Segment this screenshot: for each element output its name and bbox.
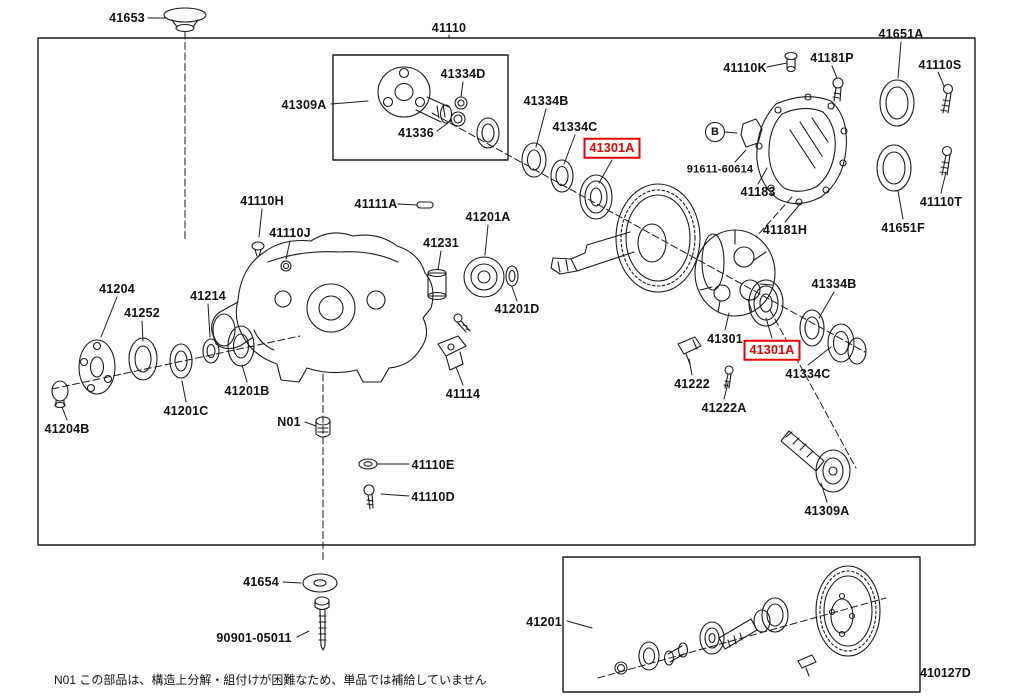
part-label-41181p[interactable]: 41181P [810, 50, 854, 65]
part-label-41201b[interactable]: 41201B [224, 383, 270, 398]
part-label-41110e[interactable]: 41110E [411, 457, 455, 472]
pinion-front-parts-drawing [521, 142, 613, 220]
part-label-41114[interactable]: 41114 [445, 386, 481, 401]
part-label-41110k[interactable]: 41110K [723, 60, 767, 75]
leader-lines [61, 17, 947, 638]
part-label-41334b-front[interactable]: 41334B [523, 93, 569, 108]
part-label-41110h[interactable]: 41110H [240, 193, 284, 208]
bearing-spacer-drawing [427, 268, 447, 301]
part-label-41334c-front[interactable]: 41334C [552, 119, 598, 134]
part-label-41181h[interactable]: 41181H [762, 222, 808, 237]
part-label-41201d[interactable]: 41201D [494, 301, 540, 316]
part-label-41252[interactable]: 41252 [124, 305, 160, 320]
part-label-41204[interactable]: 41204 [99, 281, 135, 296]
companion-flange-drawing [377, 66, 453, 124]
part-label-n01[interactable]: N01 [277, 414, 301, 429]
part-label-41222a[interactable]: 41222A [701, 400, 747, 415]
flange-subassembly-frame [332, 54, 509, 161]
part-label-91611-60614[interactable]: 91611-60614 [686, 163, 754, 176]
carrier-housing-drawing [211, 232, 434, 383]
part-label-41214[interactable]: 41214 [190, 288, 226, 303]
flange-washer-drawing [454, 96, 468, 110]
breather-drawing [784, 51, 798, 73]
cover-bolt-drawing [832, 77, 844, 102]
axle-shaft-parts-drawing [51, 325, 255, 409]
part-label-41201a[interactable]: 41201A [465, 209, 511, 224]
drain-bolt-drawing [314, 596, 330, 651]
pinion-rear-bearing-drawing [463, 256, 519, 298]
part-label-41653[interactable]: 41653 [109, 10, 145, 25]
washer-bolt-drawing [358, 458, 378, 510]
detail-marker-b[interactable]: B [705, 122, 725, 142]
part-label-41301a-rear[interactable]: 41301A [743, 339, 801, 361]
part-label-41309a-flange[interactable]: 41309A [281, 97, 327, 112]
cover-gasket-drawing [740, 118, 763, 148]
part-label-41309a-rear[interactable]: 41309A [804, 503, 850, 518]
drive-pinion-drawing [550, 231, 635, 275]
part-label-41334b-rear[interactable]: 41334B [811, 276, 857, 291]
part-label-41183[interactable]: 41183 [740, 184, 776, 199]
stud-n01-drawing [315, 416, 331, 438]
part-label-41301a-front[interactable]: 41301A [583, 137, 641, 159]
differential-case-drawing [694, 229, 776, 317]
final-gear-subassembly-frame [562, 556, 921, 693]
part-label-41334d[interactable]: 41334D [440, 66, 486, 81]
part-label-41336[interactable]: 41336 [398, 125, 434, 140]
side-bearing-parts-drawing [748, 279, 867, 365]
side-retainer-covers-drawing [876, 79, 954, 192]
final-gear-kit-drawing [614, 565, 881, 677]
side-gear-shaft-drawing [780, 430, 851, 493]
lock-plate-drawing [302, 573, 338, 593]
part-label-41231[interactable]: 41231 [423, 235, 459, 250]
ring-gear-drawing [615, 183, 701, 293]
footnote: N01 この部品は、構造上分解・組付けが困難なため、単品では補給していません [54, 673, 487, 687]
bearing-clamp-drawing [677, 336, 734, 389]
part-label-41110[interactable]: 41110 [431, 20, 467, 35]
part-label-90901-05011[interactable]: 90901-05011 [216, 630, 292, 645]
part-label-41651a[interactable]: 41651A [878, 26, 924, 41]
part-label-41201[interactable]: 41201 [526, 614, 562, 629]
filler-plug-drawing [163, 7, 207, 33]
housing-plugs-drawing [251, 241, 292, 272]
part-label-41204b[interactable]: 41204B [44, 421, 90, 436]
part-label-41110j[interactable]: 41110J [269, 225, 311, 240]
breather-bracket-drawing [437, 313, 471, 371]
main-frame [37, 37, 976, 546]
part-label-41110d[interactable]: 41110D [411, 489, 455, 504]
part-label-41301[interactable]: 41301 [707, 331, 743, 346]
part-label-41222[interactable]: 41222 [674, 376, 710, 391]
straight-pin-drawing [416, 201, 434, 209]
part-label-41110t[interactable]: 41110T [919, 194, 963, 209]
flange-oilseal-drawing [476, 117, 500, 149]
part-label-41654[interactable]: 41654 [243, 574, 279, 589]
part-label-41334c-rear[interactable]: 41334C [785, 366, 831, 381]
part-label-41111a[interactable]: 41111A [354, 196, 398, 211]
flange-oring-drawing [450, 111, 466, 127]
part-label-41110s[interactable]: 41110S [918, 57, 962, 72]
part-label-41651f[interactable]: 41651F [881, 220, 925, 235]
part-label-41201c[interactable]: 41201C [163, 403, 209, 418]
rear-cover-drawing [755, 93, 848, 206]
diagram-code: 410127D [920, 666, 971, 680]
